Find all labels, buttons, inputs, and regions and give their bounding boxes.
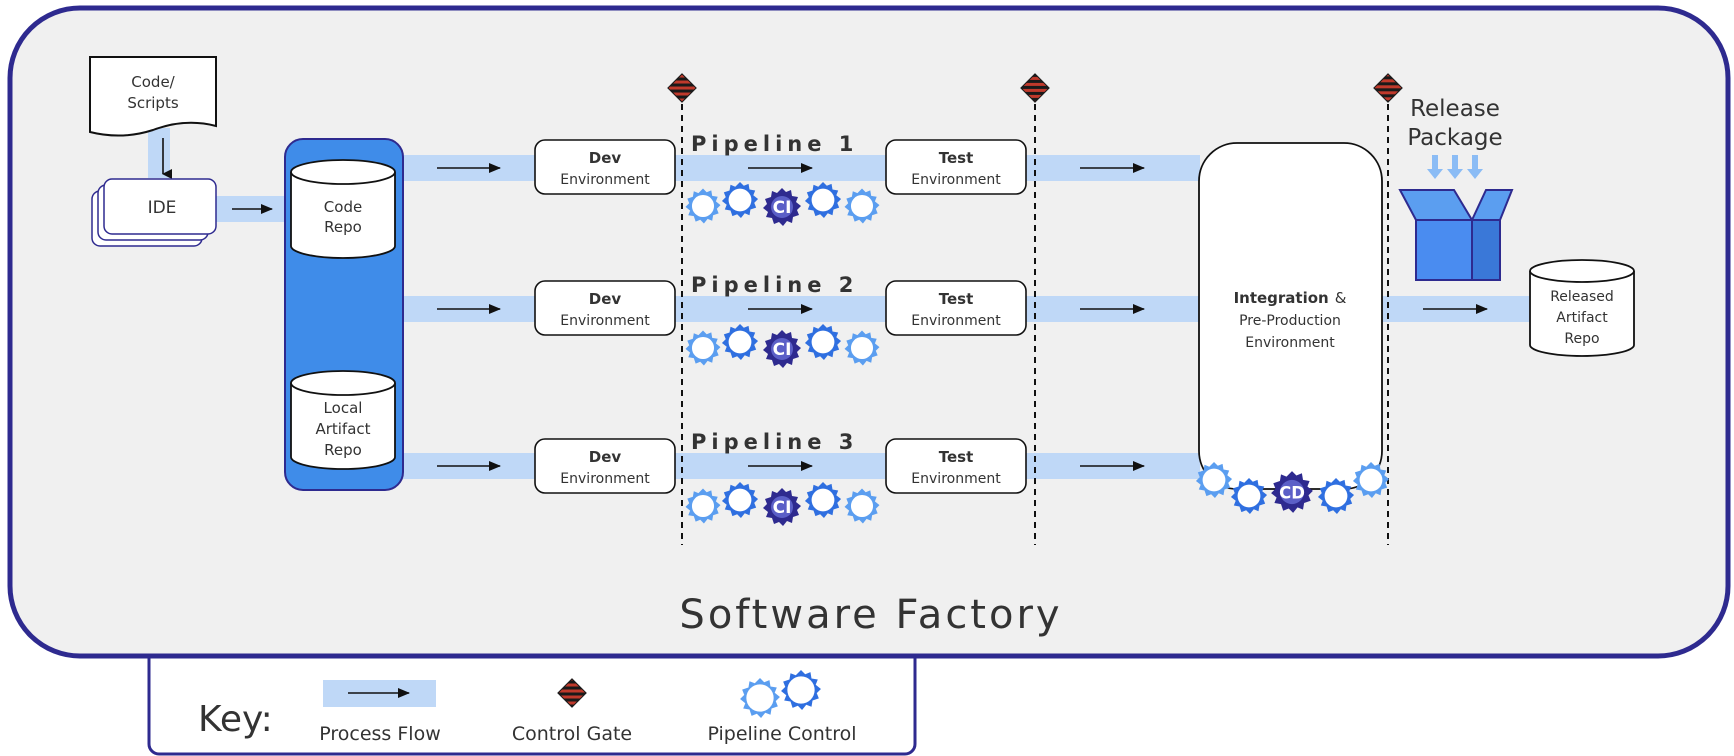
gear-icon bbox=[685, 188, 721, 224]
released-artifact-repo-line3: Repo bbox=[1564, 331, 1599, 347]
gear-icon bbox=[1230, 477, 1268, 515]
ide-label: IDE bbox=[148, 198, 177, 218]
package-box-icon bbox=[1398, 189, 1514, 281]
gear-icon bbox=[844, 330, 880, 366]
dev-environment-box: Dev Environment bbox=[534, 139, 676, 195]
gear-icon bbox=[685, 488, 721, 524]
test-environment-box: Test Environment bbox=[885, 139, 1027, 195]
local-artifact-repo-line1: Local bbox=[324, 399, 363, 417]
gear-icon bbox=[721, 181, 759, 219]
ci-gear-icon: CI bbox=[763, 330, 801, 368]
legend-control-gate-label: Control Gate bbox=[512, 723, 632, 745]
test-environment-line2: Environment bbox=[911, 313, 1001, 329]
gear-icon bbox=[804, 481, 842, 519]
cd-label: CD bbox=[1279, 484, 1305, 503]
gear-icon bbox=[721, 481, 759, 519]
gear-icon bbox=[1352, 461, 1390, 499]
code-scripts-document: Code/ Scripts bbox=[89, 56, 217, 137]
integration-line2: Pre-Production bbox=[1239, 313, 1341, 329]
code-repo-line1: Code bbox=[324, 198, 362, 216]
ci-label: CI bbox=[773, 498, 792, 518]
ci-gear-icon: CI bbox=[763, 488, 801, 526]
gear-icon bbox=[721, 323, 759, 361]
released-artifact-repo-line1: Released bbox=[1550, 289, 1614, 305]
gear-icon bbox=[804, 181, 842, 219]
factory-title: Software Factory bbox=[679, 592, 1062, 638]
dev-environment-line2: Environment bbox=[560, 313, 650, 329]
dev-environment-line2: Environment bbox=[560, 471, 650, 487]
ide-stack: IDE bbox=[91, 178, 217, 247]
pipeline-2-title: Pipeline 2 bbox=[691, 273, 858, 297]
pipeline-1-title: Pipeline 1 bbox=[691, 132, 858, 156]
legend-gears-icon bbox=[740, 670, 821, 718]
gear-icon bbox=[685, 330, 721, 366]
cd-gear-icon: CD bbox=[1271, 471, 1313, 513]
code-repo-line2: Repo bbox=[324, 218, 362, 236]
integration-line1: Integration& bbox=[1234, 289, 1347, 307]
test-environment-line1: Test bbox=[939, 149, 974, 167]
ci-label: CI bbox=[773, 340, 792, 360]
ci-gear-cluster: CI bbox=[685, 481, 880, 526]
dev-environment-box: Dev Environment bbox=[534, 438, 676, 494]
control-gate-icon bbox=[667, 73, 697, 103]
down-arrows-icon bbox=[1427, 155, 1483, 179]
ci-gear-cluster: CI bbox=[685, 323, 880, 368]
gear-icon bbox=[844, 188, 880, 224]
legend-contents: Key: Process Flow Control Gate Pipeline … bbox=[198, 670, 857, 745]
code-repo-cylinder: Code Repo bbox=[290, 159, 396, 259]
process-flow-bands bbox=[148, 128, 1535, 479]
gear-icon bbox=[1317, 477, 1355, 515]
local-artifact-repo-cylinder: Local Artifact Repo bbox=[290, 370, 396, 470]
integration-line3: Environment bbox=[1245, 335, 1335, 351]
pipeline-3: Pipeline 3 Dev Environment Test Environm… bbox=[534, 430, 1027, 526]
legend-title: Key: bbox=[198, 699, 273, 740]
control-gate-icon bbox=[1373, 73, 1403, 103]
cd-gear-cluster: CD bbox=[1195, 461, 1390, 515]
local-artifact-repo-line2: Artifact bbox=[315, 420, 370, 438]
release-package-line1: Release bbox=[1410, 96, 1500, 122]
released-artifact-repo-line2: Artifact bbox=[1556, 310, 1608, 326]
test-environment-box: Test Environment bbox=[885, 438, 1027, 494]
released-artifact-repo-cylinder: Released Artifact Repo bbox=[1529, 259, 1635, 357]
code-scripts-line1: Code/ bbox=[131, 73, 175, 91]
pipeline-3-title: Pipeline 3 bbox=[691, 430, 858, 454]
integration-environment: Integration& Pre-Production Environment bbox=[1198, 142, 1383, 490]
flow-arrows bbox=[162, 138, 1488, 471]
legend-process-flow-label: Process Flow bbox=[319, 723, 441, 745]
test-environment-line1: Test bbox=[939, 290, 974, 308]
pipeline-2: Pipeline 2 Dev Environment Test Environm… bbox=[534, 273, 1027, 368]
dev-environment-line1: Dev bbox=[589, 149, 622, 167]
gear-icon bbox=[804, 323, 842, 361]
test-environment-line2: Environment bbox=[911, 471, 1001, 487]
test-environment-line2: Environment bbox=[911, 172, 1001, 188]
test-environment-line1: Test bbox=[939, 448, 974, 466]
code-scripts-line2: Scripts bbox=[127, 94, 179, 112]
pipeline-1: Pipeline 1 Dev Environment Test Environm… bbox=[534, 132, 1027, 226]
release-package-line2: Package bbox=[1407, 125, 1502, 151]
gear-icon bbox=[844, 488, 880, 524]
dev-environment-line1: Dev bbox=[589, 290, 622, 308]
local-artifact-repo-line3: Repo bbox=[324, 441, 362, 459]
ci-gear-cluster: CI bbox=[685, 181, 880, 226]
dev-environment-line1: Dev bbox=[589, 448, 622, 466]
ci-gear-icon: CI bbox=[763, 188, 801, 226]
release-package: Release Package bbox=[1398, 96, 1514, 281]
gear-icon bbox=[1195, 461, 1233, 499]
control-gate-icon bbox=[1020, 73, 1050, 103]
legend-control-gate-icon bbox=[557, 678, 587, 708]
control-gate-markers bbox=[667, 73, 1403, 103]
legend-pipeline-control-label: Pipeline Control bbox=[707, 723, 856, 745]
control-gate-lines bbox=[681, 104, 1389, 545]
test-environment-box: Test Environment bbox=[885, 280, 1027, 336]
dev-environment-line2: Environment bbox=[560, 172, 650, 188]
dev-environment-box: Dev Environment bbox=[534, 280, 676, 336]
ci-label: CI bbox=[773, 198, 792, 218]
